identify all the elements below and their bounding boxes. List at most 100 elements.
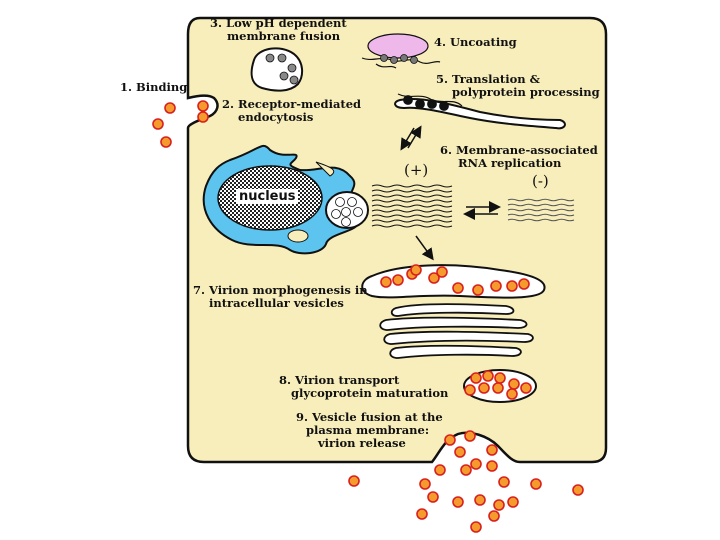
- released-virion: [486, 444, 498, 456]
- uncoating-capsid: [367, 33, 429, 59]
- vesicle-cluster-circles: [331, 197, 363, 227]
- step-9-label: 9. Vesicle fusion at the: [296, 410, 443, 424]
- morphogenesis-virion: [472, 284, 484, 296]
- morphogenesis-virion: [428, 272, 440, 284]
- plus-strand: [371, 204, 453, 208]
- released-virion: [164, 102, 176, 114]
- endosome-particle: [265, 53, 275, 63]
- released-virion: [427, 491, 439, 503]
- morphogenesis-virion: [410, 264, 422, 276]
- step-2-label: 2. Receptor-mediated: [222, 97, 362, 111]
- released-virion: [348, 475, 360, 487]
- plus-strand: [371, 199, 453, 203]
- released-virion: [486, 460, 498, 472]
- released-virion: [464, 430, 476, 442]
- step-3-label: 3. Low pH dependent: [210, 16, 347, 30]
- transport-virion: [506, 388, 518, 400]
- released-virion: [152, 118, 164, 130]
- plus-strand: [371, 219, 453, 223]
- ribosome: [403, 95, 413, 105]
- step-9-label-cont: plasma membrane:: [306, 423, 430, 437]
- transport-virion: [464, 384, 476, 396]
- vesicle-circle: [341, 217, 351, 227]
- endosome-particles: [265, 53, 299, 85]
- released-virion: [572, 484, 584, 496]
- plus-strand-label: (+): [404, 161, 429, 179]
- uncoating-particle: [410, 56, 418, 64]
- ribosome: [415, 99, 425, 109]
- plus-strand: [371, 189, 453, 193]
- morphogenesis-virion: [392, 274, 404, 286]
- minus-strand-rna: [507, 198, 575, 222]
- vesicle-circle: [331, 209, 341, 219]
- minus-strand: [507, 208, 575, 212]
- morphogenesis-virion: [380, 276, 392, 288]
- step-6-label-cont: RNA replication: [458, 156, 562, 170]
- morphogenesis-virion: [436, 266, 448, 278]
- transport-virion: [478, 382, 490, 394]
- step-7-label-cont: intracellular vesicles: [209, 296, 344, 310]
- released-virion: [474, 494, 486, 506]
- step-8-label-cont: glycoprotein maturation: [291, 386, 449, 400]
- released-virion: [419, 478, 431, 490]
- released-virion: [493, 499, 505, 511]
- released-virion: [470, 458, 482, 470]
- released-virion: [454, 446, 466, 458]
- nucleus-label: nucleus: [236, 189, 299, 204]
- uncoating-particle: [390, 56, 398, 64]
- plus-strand: [371, 224, 453, 228]
- er-lumen-fold-2: [287, 229, 309, 243]
- endosome-particle: [279, 71, 289, 81]
- morphogenesis-virions: [380, 264, 530, 296]
- released-virion: [197, 100, 209, 112]
- step-3-label-cont: membrane fusion: [227, 29, 341, 43]
- morphogenesis-virion: [490, 280, 502, 292]
- endosome-particle: [287, 63, 297, 73]
- released-virion: [460, 464, 472, 476]
- uncoating-particles: [380, 54, 418, 64]
- minus-strand-label: (-): [532, 172, 549, 190]
- released-virion: [444, 434, 456, 446]
- step-1-label: 1. Binding: [120, 80, 188, 94]
- endosome-particle: [277, 53, 287, 63]
- step-8-label: 8. Virion transport: [279, 373, 400, 387]
- transport-virion: [482, 370, 494, 382]
- ribosome: [439, 101, 449, 111]
- step-5-label-cont: polyprotein processing: [452, 85, 600, 99]
- step-7-label: 7. Virion morphogenesis in: [193, 283, 368, 297]
- released-virion: [498, 476, 510, 488]
- released-virion: [416, 508, 428, 520]
- plus-strand-rna: [371, 184, 453, 228]
- endosome: [250, 47, 304, 92]
- morphogenesis-virion: [452, 282, 464, 294]
- minus-strand: [507, 213, 575, 217]
- endosome-particle: [289, 75, 299, 85]
- morphogenesis-virion: [518, 278, 530, 290]
- minus-strand: [507, 203, 575, 207]
- released-virion: [530, 478, 542, 490]
- uncoating-particle: [400, 54, 408, 62]
- plus-strand: [371, 184, 453, 188]
- plus-strand: [371, 214, 453, 218]
- minus-strand: [507, 198, 575, 202]
- transport-virion: [494, 372, 506, 384]
- released-virion: [488, 510, 500, 522]
- step-9-label-cont2: virion release: [318, 436, 406, 450]
- released-virion: [507, 496, 519, 508]
- released-virion: [197, 111, 209, 123]
- released-virion: [160, 136, 172, 148]
- transport-virion: [470, 372, 482, 384]
- uncoating-particle: [380, 54, 388, 62]
- step-5-label: 5. Translation &: [436, 72, 540, 86]
- arrow-to-morphogenesis: [415, 235, 434, 261]
- step-6-label: 6. Membrane-associated: [440, 143, 598, 157]
- minus-strand: [507, 218, 575, 222]
- vesicle-circle: [341, 207, 351, 217]
- transport-virions: [464, 370, 532, 400]
- step-2-label-cont: endocytosis: [238, 110, 314, 124]
- golgi-apparatus: [379, 303, 534, 359]
- vesicle-circle: [353, 207, 363, 217]
- er-lumen-fold-3: [315, 161, 335, 177]
- arrow-down: [400, 127, 415, 151]
